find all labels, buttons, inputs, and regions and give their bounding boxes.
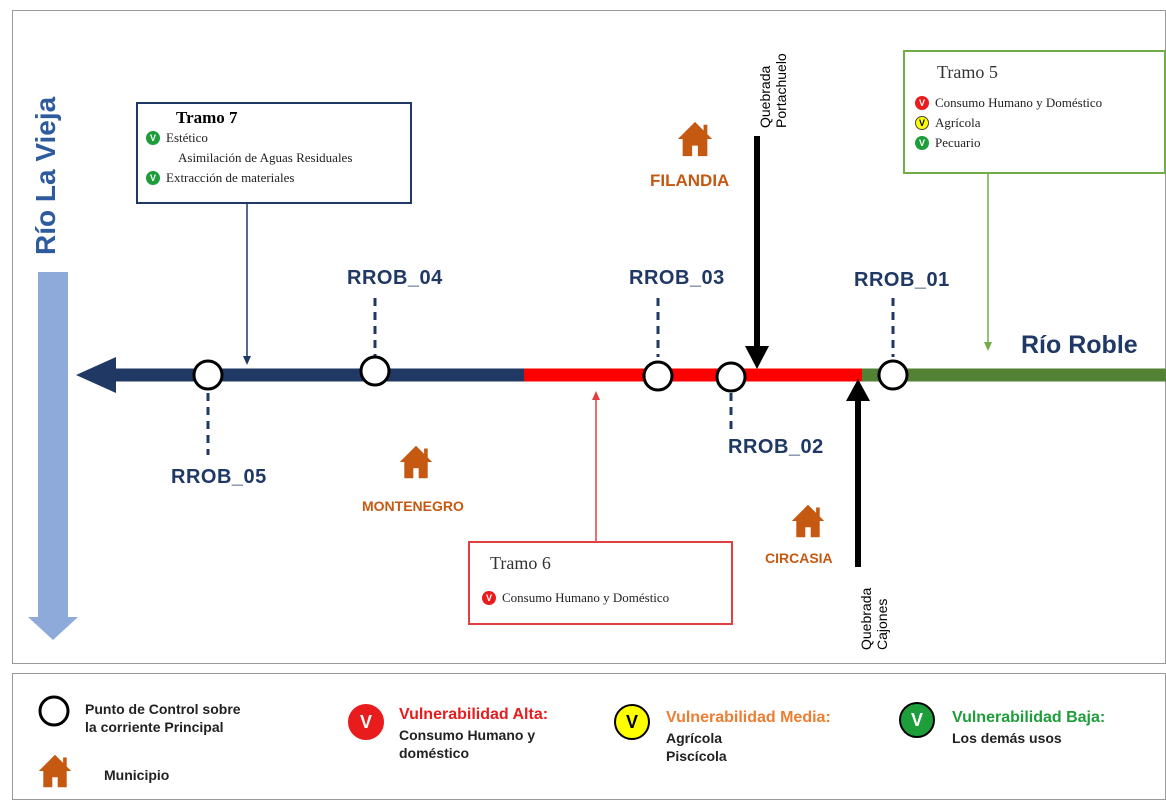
tramo6-title: Tramo 6	[490, 553, 551, 573]
stream-label-cajones: Quebrada Cajones	[858, 587, 890, 650]
tramo7-item: Asimilación de Aguas Residuales	[178, 150, 353, 165]
station-label-rrob02: RROB_02	[728, 436, 824, 458]
tramo5-callout-arrow	[984, 342, 992, 351]
tramo6-callout-arrow	[592, 391, 600, 400]
high-vulnerability-badge-icon: V	[915, 96, 929, 110]
portachuelo-arrowhead	[745, 346, 769, 369]
legend-high-vulnerability-icon: V	[348, 704, 384, 740]
municipality-label-circasia: CIRCASIA	[765, 550, 833, 566]
tramo5-item: V Agrícola	[915, 113, 1154, 133]
house-icon-montenegro	[399, 445, 433, 479]
tramo5-box: Tramo 5 V Consumo Humano y Doméstico V A…	[903, 50, 1166, 174]
tramo7-box: Tramo 7 V Estético Asimilación de Aguas …	[136, 102, 412, 204]
rio-roble-label: Río Roble	[1021, 331, 1138, 359]
rio-la-vieja-label: Río La Vieja	[30, 96, 61, 255]
tramo6-box: Tramo 6 V Consumo Humano y Doméstico	[468, 541, 733, 625]
control-point-rrob03	[642, 360, 674, 392]
low-vulnerability-badge-icon: V	[146, 171, 160, 185]
control-point-rrob05	[192, 359, 224, 391]
tramo6-item: V Consumo Humano y Doméstico	[482, 588, 719, 608]
low-vulnerability-badge-icon: V	[146, 131, 160, 145]
control-point-rrob02	[715, 361, 747, 393]
legend-medium-vulnerability: Vulnerabilidad Media: Agrícola Piscícola	[666, 709, 831, 764]
tramo5-item: V Consumo Humano y Doméstico	[915, 93, 1154, 113]
rio-la-vieja-shaft	[38, 272, 68, 617]
municipality-label-montenegro: MONTENEGRO	[362, 498, 464, 514]
low-vulnerability-badge-icon: V	[915, 136, 929, 150]
medium-vulnerability-badge-icon: V	[915, 116, 929, 130]
station-label-rrob03: RROB_03	[629, 267, 725, 289]
tramo5-title: Tramo 5	[937, 62, 998, 82]
legend-municipio-label: Municipio	[104, 767, 170, 783]
house-icon-circasia	[791, 504, 825, 538]
stream-label-portachuelo: Quebrada Portachuelo	[757, 53, 789, 128]
cajones-arrowhead	[846, 379, 870, 401]
rio-la-vieja-arrowhead	[28, 617, 78, 640]
tramo7-callout-arrow	[243, 356, 251, 365]
legend-house-icon	[38, 754, 72, 788]
tramo5-item: V Pecuario	[915, 133, 1154, 153]
legend-control-point-icon	[38, 695, 70, 727]
control-point-rrob01	[877, 359, 909, 391]
river-arrowhead	[76, 357, 116, 393]
station-label-rrob05: RROB_05	[171, 466, 267, 488]
station-label-rrob04: RROB_04	[347, 267, 443, 289]
house-icon-filandia	[677, 121, 713, 157]
tramo7-item: V Estético	[146, 128, 402, 148]
tramo7-item: V Extracción de materiales	[146, 168, 402, 188]
municipality-label-filandia: FILANDIA	[650, 171, 730, 190]
legend-high-vulnerability: Vulnerabilidad Alta: Consumo Humano y do…	[399, 706, 549, 761]
station-label-rrob01: RROB_01	[854, 269, 950, 291]
legend-medium-vulnerability-icon: V	[614, 704, 650, 740]
high-vulnerability-badge-icon: V	[482, 591, 496, 605]
control-point-rrob04	[359, 355, 391, 387]
tramo7-title: Tramo 7	[176, 108, 238, 127]
legend-low-vulnerability: Vulnerabilidad Baja: Los demás usos	[952, 709, 1106, 746]
legend-control-point-label: Punto de Control sobre la corriente Prin…	[85, 701, 241, 735]
legend-low-vulnerability-icon: V	[899, 702, 935, 738]
